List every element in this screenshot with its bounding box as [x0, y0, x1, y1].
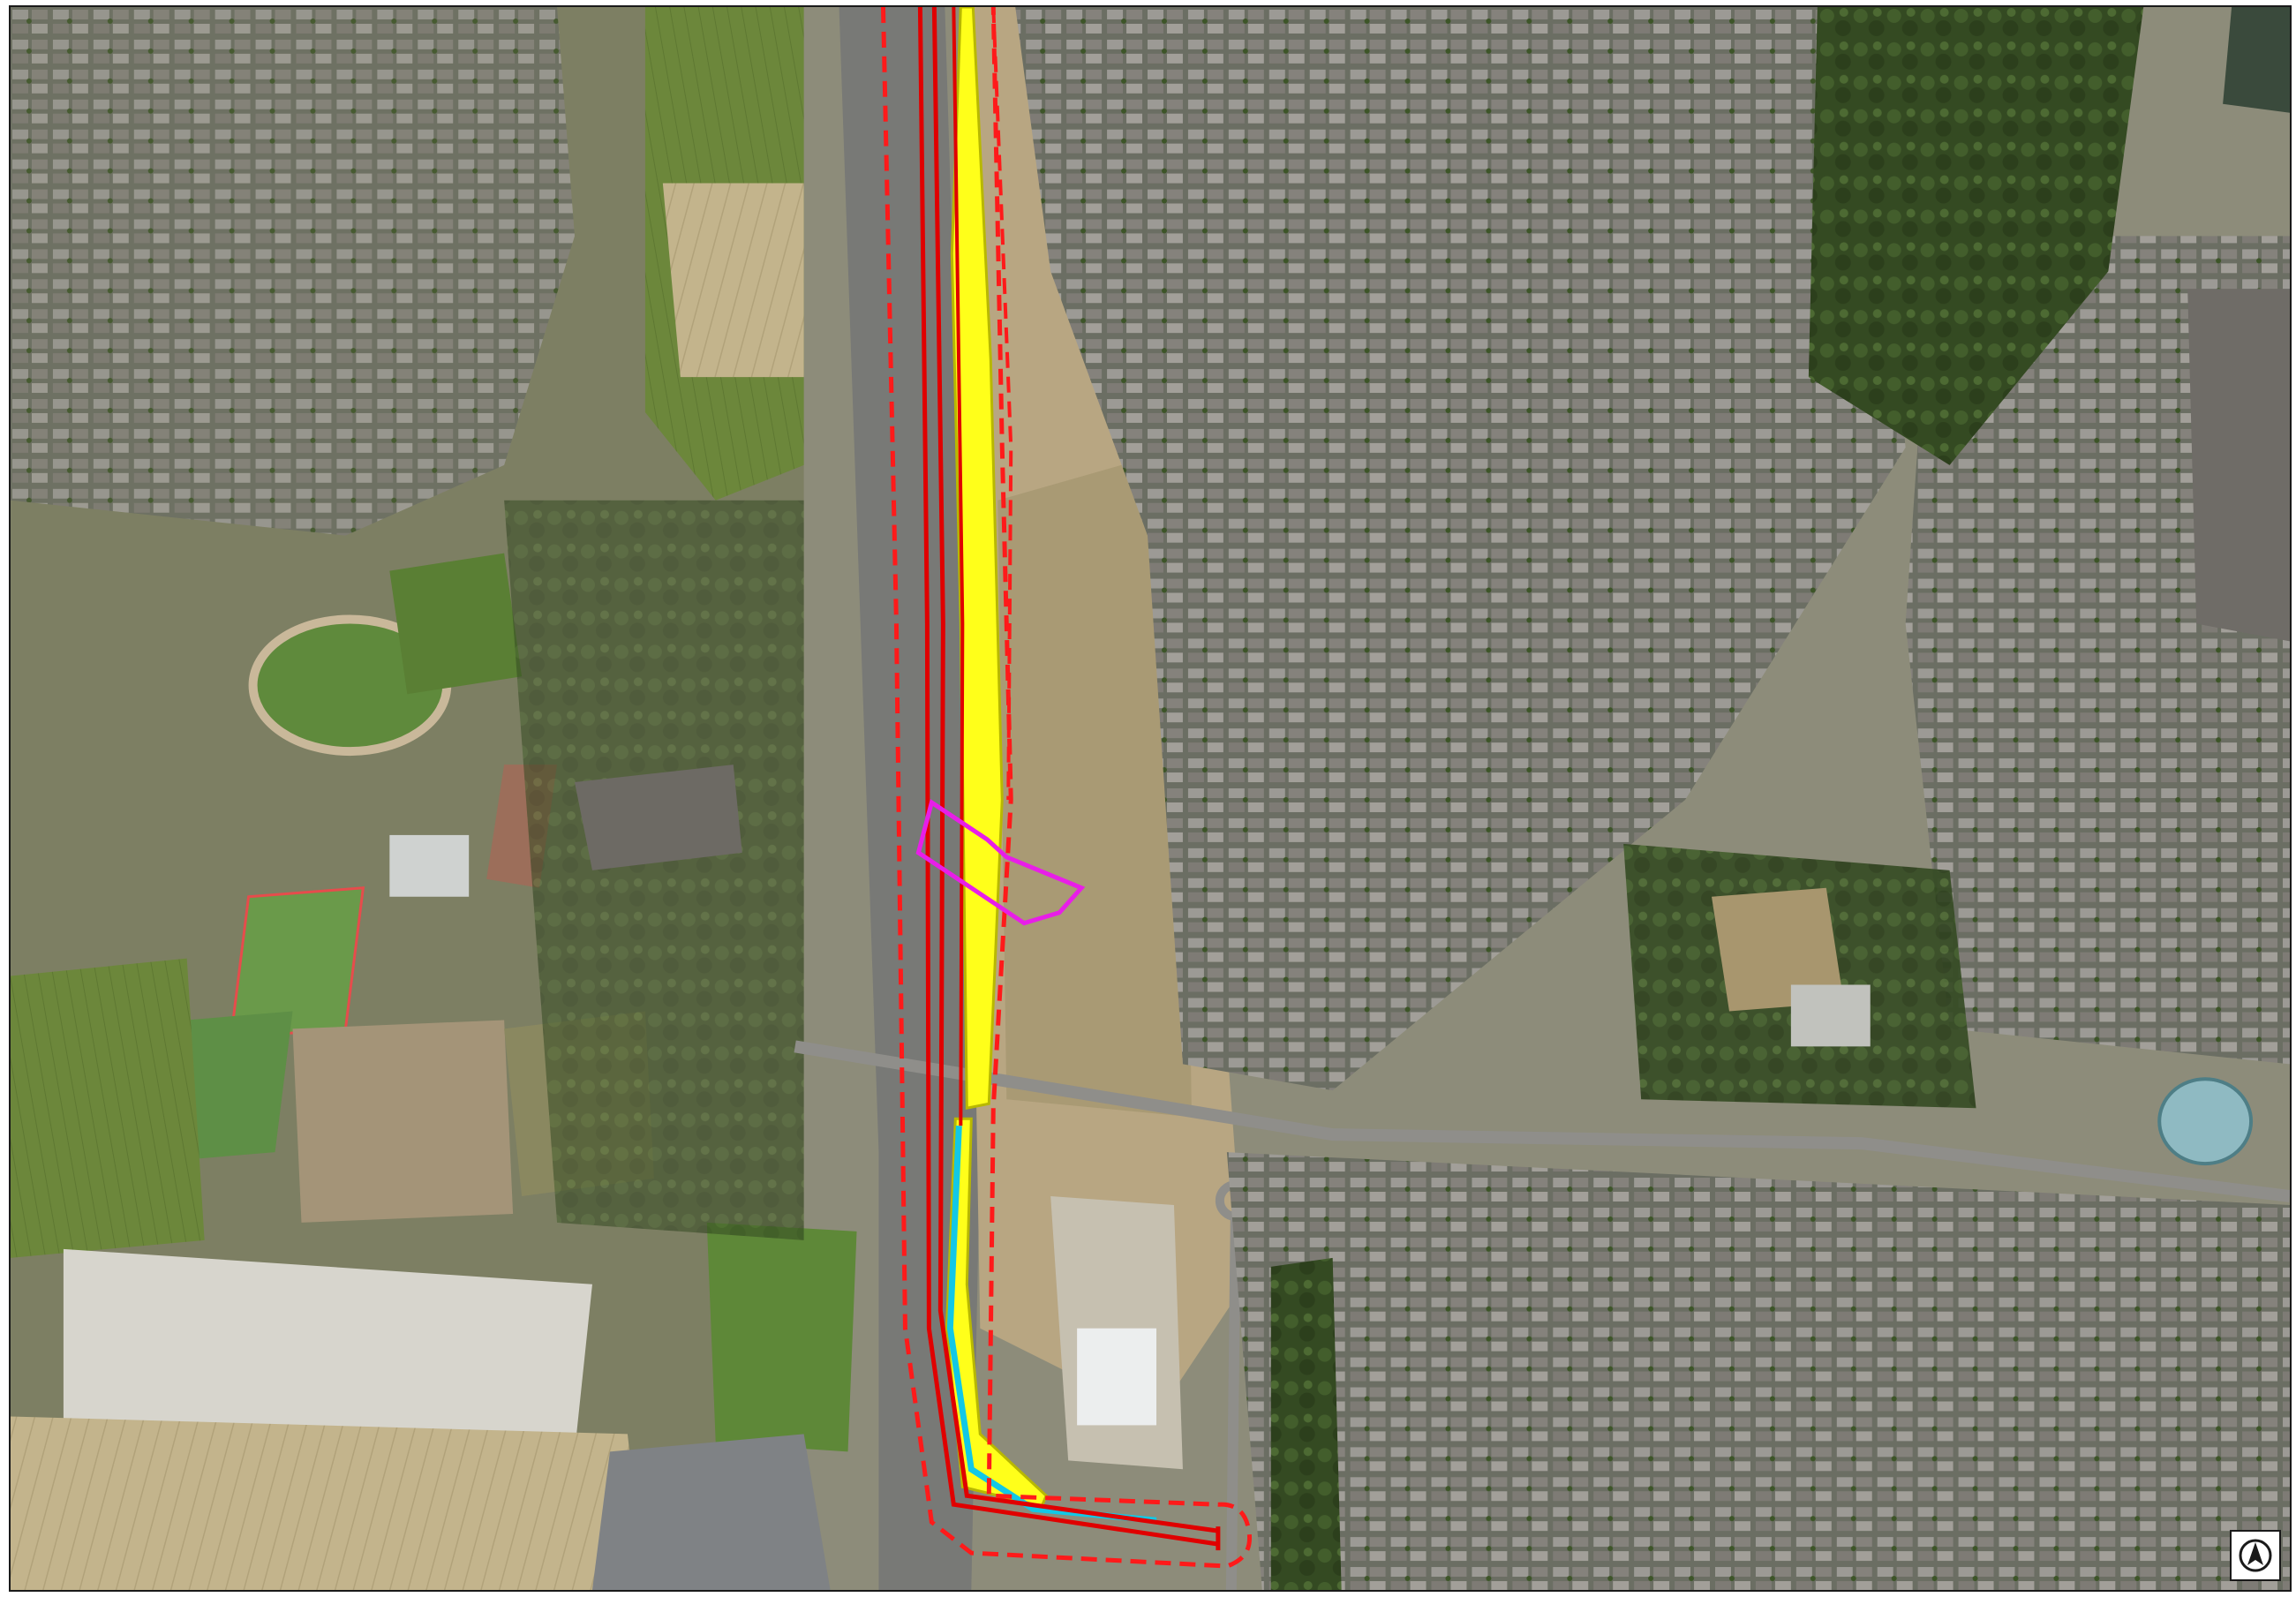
sports-field-a: [389, 553, 523, 695]
green-field-east: [706, 1222, 857, 1452]
white-building: [389, 834, 470, 897]
depot-building: [1077, 1328, 1156, 1426]
nursery-plots: [292, 1020, 514, 1223]
park-forest: [1808, 7, 2144, 465]
commercial-buildings: [575, 765, 742, 870]
red-dashed-boundary: [880, 7, 1253, 1569]
north-arrow-icon: [2239, 1539, 2272, 1572]
red-line-north-east: [952, 7, 965, 1126]
aerial-map[interactable]: [11, 7, 2290, 1590]
red-line-inner-west: [917, 7, 1219, 1547]
residential-south: [1226, 1152, 2290, 1590]
yellow-area-north: [950, 7, 1004, 1111]
north-arrow: [2230, 1530, 2281, 1581]
campus-buildings: [2187, 289, 2290, 642]
pond: [2223, 7, 2290, 113]
red-dashed-east-edge: [991, 7, 1013, 801]
west-field-c: [11, 958, 205, 1258]
tree-row-south: [1270, 1257, 1342, 1590]
west-village: [11, 7, 576, 536]
magenta-outline: [915, 798, 1086, 926]
park-clearing: [1712, 887, 1844, 1012]
open-ground: [997, 447, 1192, 1118]
greenhouse-area: [591, 1434, 831, 1590]
highway-asphalt: [839, 7, 981, 1590]
map-frame: [9, 5, 2292, 1592]
south-road: [1225, 1213, 1241, 1590]
south-fields: [11, 1416, 645, 1590]
field-plot-a: [662, 183, 804, 378]
red-line-inner-east: [931, 7, 1219, 1533]
round-building: [2157, 1077, 2254, 1166]
crossing-road: [794, 1040, 2290, 1202]
west-tree-belt: [504, 500, 804, 1240]
bare-field-large: [63, 1248, 592, 1452]
football-pitch-b: [169, 1011, 293, 1162]
parking-lot: [1790, 984, 1871, 1047]
residential-north: [1015, 7, 1906, 1091]
